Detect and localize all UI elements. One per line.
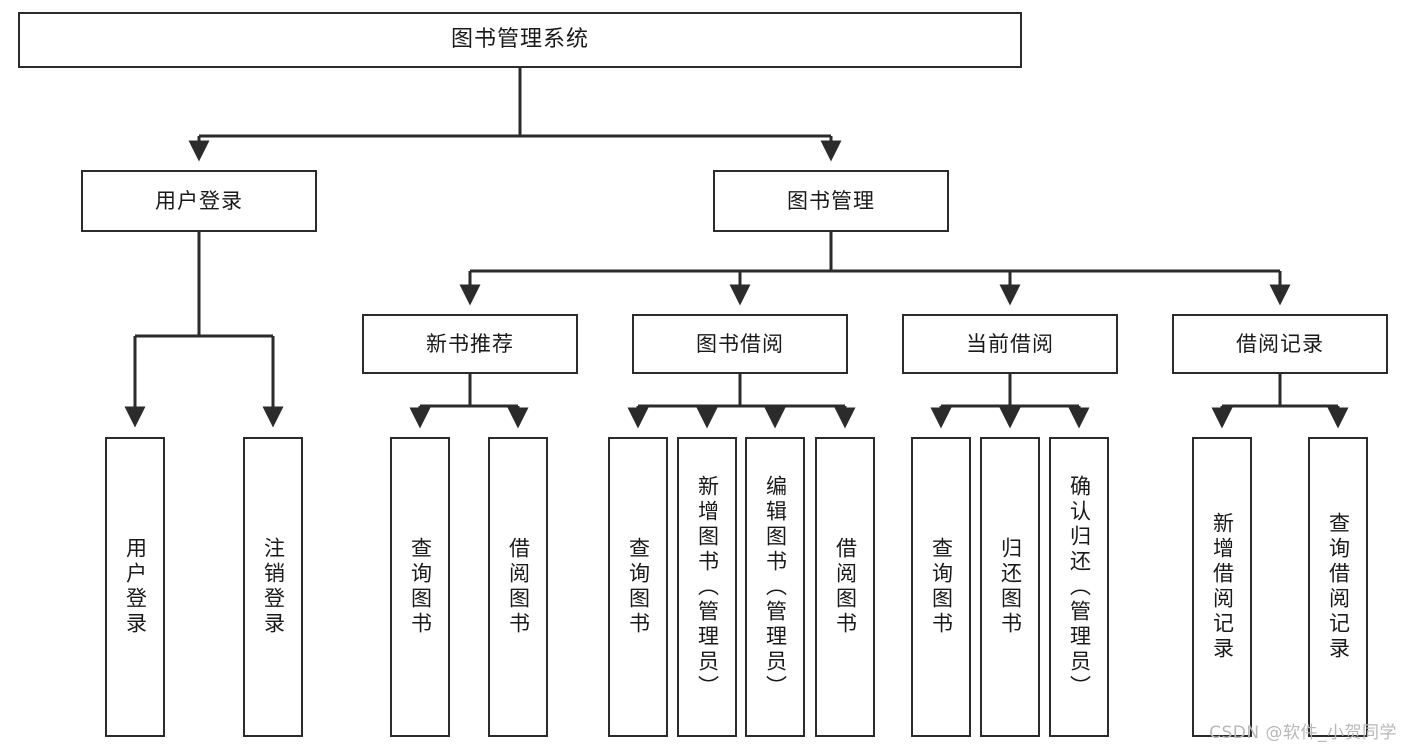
leaf-borrow-record-add-record[interactable]: 新增借阅记录	[1192, 437, 1252, 737]
node-root-book-management-system[interactable]: 图书管理系统	[18, 12, 1022, 68]
node-label: 借阅图书	[833, 537, 858, 637]
leaf-book-borrow-edit-book-admin[interactable]: 编辑图书（管理员）	[745, 437, 805, 737]
node-label: 新书推荐	[426, 331, 514, 356]
node-label: 查询图书	[408, 537, 433, 637]
node-label: 查询图书	[929, 537, 954, 637]
node-label: 确认归还（管理员）	[1067, 474, 1092, 700]
node-label: 注销登录	[261, 537, 286, 637]
leaf-current-borrow-return-books[interactable]: 归还图书	[980, 437, 1040, 737]
node-new-book-recommend[interactable]: 新书推荐	[362, 314, 578, 374]
node-user-login[interactable]: 用户登录	[81, 170, 317, 232]
node-label: 查询借阅记录	[1326, 512, 1351, 662]
node-label: 查询图书	[626, 537, 651, 637]
node-label: 归还图书	[998, 537, 1023, 637]
node-label: 图书管理系统	[450, 27, 589, 53]
leaf-borrow-record-query-record[interactable]: 查询借阅记录	[1308, 437, 1368, 737]
leaf-new-book-borrow-books[interactable]: 借阅图书	[488, 437, 548, 737]
node-label: 图书借阅	[696, 331, 784, 356]
leaf-book-borrow-add-book-admin[interactable]: 新增图书（管理员）	[677, 437, 737, 737]
node-label: 借阅记录	[1236, 331, 1324, 356]
leaf-current-borrow-confirm-return-admin[interactable]: 确认归还（管理员）	[1049, 437, 1109, 737]
leaf-current-borrow-query-books[interactable]: 查询图书	[911, 437, 971, 737]
leaf-book-borrow-borrow-books[interactable]: 借阅图书	[815, 437, 875, 737]
node-label: 借阅图书	[506, 537, 531, 637]
csdn-watermark: CSDN @软件_小贺同学	[1209, 723, 1397, 743]
leaf-user-login-signin[interactable]: 用户登录	[105, 437, 165, 737]
node-label: 用户登录	[123, 537, 148, 637]
leaf-new-book-query-books[interactable]: 查询图书	[390, 437, 450, 737]
leaf-book-borrow-query-books[interactable]: 查询图书	[608, 437, 668, 737]
node-label: 图书管理	[787, 188, 875, 213]
node-current-borrow[interactable]: 当前借阅	[902, 314, 1118, 374]
node-label: 编辑图书（管理员）	[763, 474, 788, 700]
node-label: 新增图书（管理员）	[695, 474, 720, 700]
leaf-user-login-signout[interactable]: 注销登录	[243, 437, 303, 737]
node-book-management[interactable]: 图书管理	[713, 170, 949, 232]
node-label: 用户登录	[155, 188, 243, 213]
node-borrow-record[interactable]: 借阅记录	[1172, 314, 1388, 374]
node-label: 当前借阅	[966, 331, 1054, 356]
node-label: 新增借阅记录	[1210, 512, 1235, 662]
node-book-borrow[interactable]: 图书借阅	[632, 314, 848, 374]
